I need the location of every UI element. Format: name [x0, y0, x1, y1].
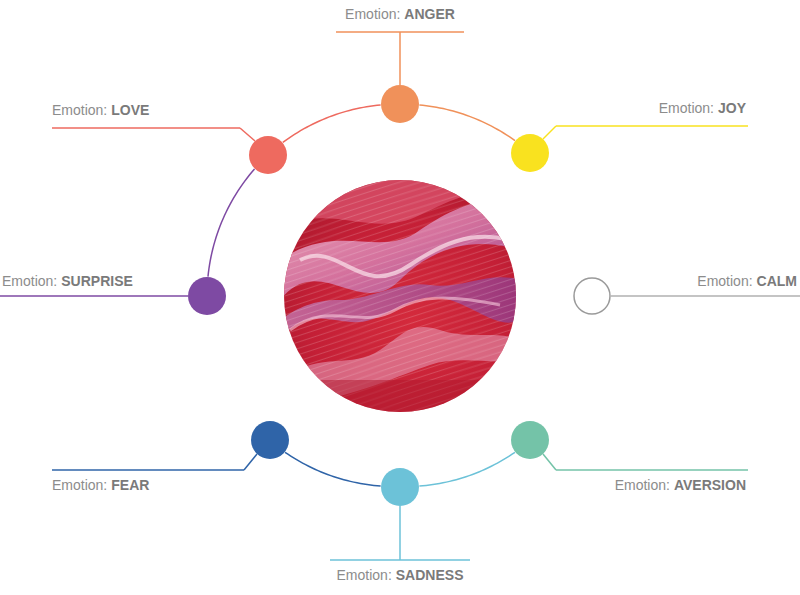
emotion-dot: [381, 468, 419, 506]
emotion-dot: [381, 468, 419, 506]
emotion-dot: [574, 278, 610, 314]
emotion-label: Emotion:ANGER: [345, 6, 455, 22]
ring-arc: [419, 105, 515, 141]
emotion-dot: [251, 421, 289, 459]
leader-line: [52, 127, 240, 129]
leader-line: [399, 506, 401, 560]
emotion-name: CALM: [757, 273, 797, 289]
label-prefix: Emotion:: [345, 6, 400, 22]
emotion-node: Emotion:SURPRISE: [188, 277, 226, 315]
emotion-name: SURPRISE: [61, 273, 133, 289]
ring-arc: [283, 105, 381, 142]
emotion-dot: [381, 85, 419, 123]
label-prefix: Emotion:: [52, 477, 107, 493]
emotion-name: JOY: [718, 100, 746, 116]
emotion-node: Emotion:AVERSION: [511, 421, 549, 459]
emotion-dot: [381, 85, 419, 123]
label-prefix: Emotion:: [697, 273, 752, 289]
label-prefix: Emotion:: [337, 567, 392, 583]
emotion-dot: [188, 277, 226, 315]
leader-line: [543, 454, 556, 470]
emotion-dot: [511, 421, 549, 459]
label-prefix: Emotion:: [615, 477, 670, 493]
leader-line: [611, 295, 800, 297]
emotion-dot: [251, 421, 289, 459]
emotion-label: Emotion:SADNESS: [337, 567, 464, 583]
leader-line: [52, 469, 244, 471]
leader-line: [336, 31, 464, 33]
emotion-node: Emotion:SADNESS: [381, 468, 419, 506]
leader-line: [244, 454, 257, 470]
emotion-label: Emotion: CALM: [697, 273, 797, 289]
ring-arc: [419, 452, 515, 486]
emotion-node: Emotion:LOVE: [249, 136, 287, 174]
emotion-dot: [573, 277, 611, 315]
leader-line: [556, 125, 748, 127]
emotion-dot: [511, 134, 549, 172]
label-prefix: Emotion:: [52, 102, 107, 118]
ring-arc: [208, 169, 255, 277]
emotion-label: Emotion:FEAR: [52, 477, 149, 493]
label-prefix: Emotion:: [659, 100, 714, 116]
emotion-name: FEAR: [111, 477, 149, 493]
leader-line: [330, 559, 470, 561]
leader-line: [0, 295, 188, 297]
emotion-name: ANGER: [404, 6, 455, 22]
label-prefix: Emotion:: [2, 273, 57, 289]
emotion-dot: [511, 421, 549, 459]
emotion-dot: [249, 136, 287, 174]
emotion-name: SADNESS: [396, 567, 464, 583]
emotion-node: Emotion:JOY: [511, 134, 549, 172]
emotion-dot: [511, 134, 549, 172]
emotion-node: Emotion:ANGER: [381, 85, 419, 123]
emotion-label: Emotion:LOVE: [52, 102, 149, 118]
leader-line: [399, 32, 401, 85]
leader-line: [240, 128, 255, 141]
emotion-name: AVERSION: [674, 477, 746, 493]
emotion-label: Emotion:AVERSION: [615, 477, 746, 493]
emotion-dot: [249, 136, 287, 174]
emotion-node: Emotion:FEAR: [251, 421, 289, 459]
emotion-label: Emotion:JOY: [659, 100, 746, 116]
emotion-name: LOVE: [111, 102, 149, 118]
emotion-dot: [188, 277, 226, 315]
ring-arc: [285, 452, 381, 486]
emotion-node: Emotion:CALM: [573, 277, 611, 315]
emotion-label: Emotion:SURPRISE: [2, 273, 133, 289]
leader-line: [556, 469, 748, 471]
swirl-disc: [280, 176, 520, 420]
leader-line: [543, 126, 556, 139]
